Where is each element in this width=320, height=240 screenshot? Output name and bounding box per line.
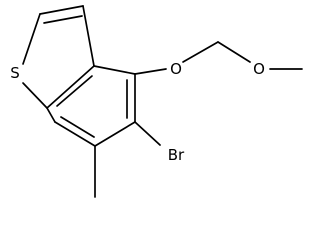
bond-c2-c3 [39,5,84,15]
bond-ch2-o2 [217,41,251,63]
bond-c6-c7-inner [60,116,95,138]
bond-c2-c3-inner [43,15,83,24]
bromine-atom-label: Br [168,146,185,164]
bond-o1-ch2 [182,41,219,63]
oxygen-ring-atom-label: O [170,60,182,78]
bond-c7a-c3a [46,65,95,109]
bond-c6-c7 [54,121,96,147]
bond-c7a-c3a-inner [56,75,93,107]
bond-c4-o1 [134,68,167,75]
sulfur-atom-label: S [10,64,20,82]
structure-canvas: S O O Br [10,5,303,198]
bond-s-c2 [22,13,41,65]
bond-s-c7a [22,82,48,109]
bond-c3-c3a [82,5,95,67]
chemical-structure-diagram: S O O Br [10,5,303,198]
bond-c3a-c4 [93,65,136,75]
oxygen-chain-atom-label: O [253,60,265,78]
bond-c7-c7a [46,107,56,123]
bond-c5-c6 [94,121,136,147]
bond-c5-br [134,121,161,146]
